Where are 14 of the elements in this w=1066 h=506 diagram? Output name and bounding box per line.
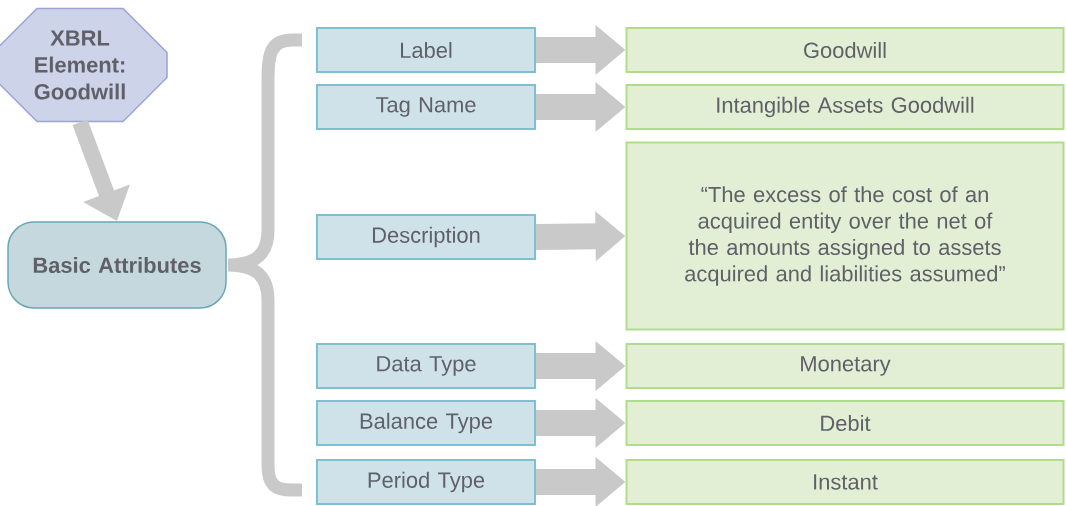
value-box: Monetary bbox=[625, 343, 1065, 389]
attribute-box: Label bbox=[316, 27, 536, 73]
attribute-box: Data Type bbox=[316, 343, 536, 389]
value-box: Goodwill bbox=[625, 27, 1065, 73]
attribute-box: Balance Type bbox=[316, 400, 536, 446]
attribute-box: Tag Name bbox=[316, 84, 536, 130]
element-box: XBRL Element: Goodwill bbox=[0, 7, 168, 123]
value-box: Intangible Assets Goodwill bbox=[625, 84, 1065, 130]
value-box: Instant bbox=[625, 459, 1065, 505]
attribute-box: Description bbox=[316, 214, 536, 260]
attribute-box: Period Type bbox=[316, 459, 536, 505]
value-box: Debit bbox=[625, 400, 1065, 446]
value-box: “The excess of the cost of an acquired entity over the net of the amounts assigned to assets acquired and liabilities assumed” bbox=[625, 141, 1065, 331]
attribute-group-box: Basic Attributes bbox=[7, 221, 227, 309]
